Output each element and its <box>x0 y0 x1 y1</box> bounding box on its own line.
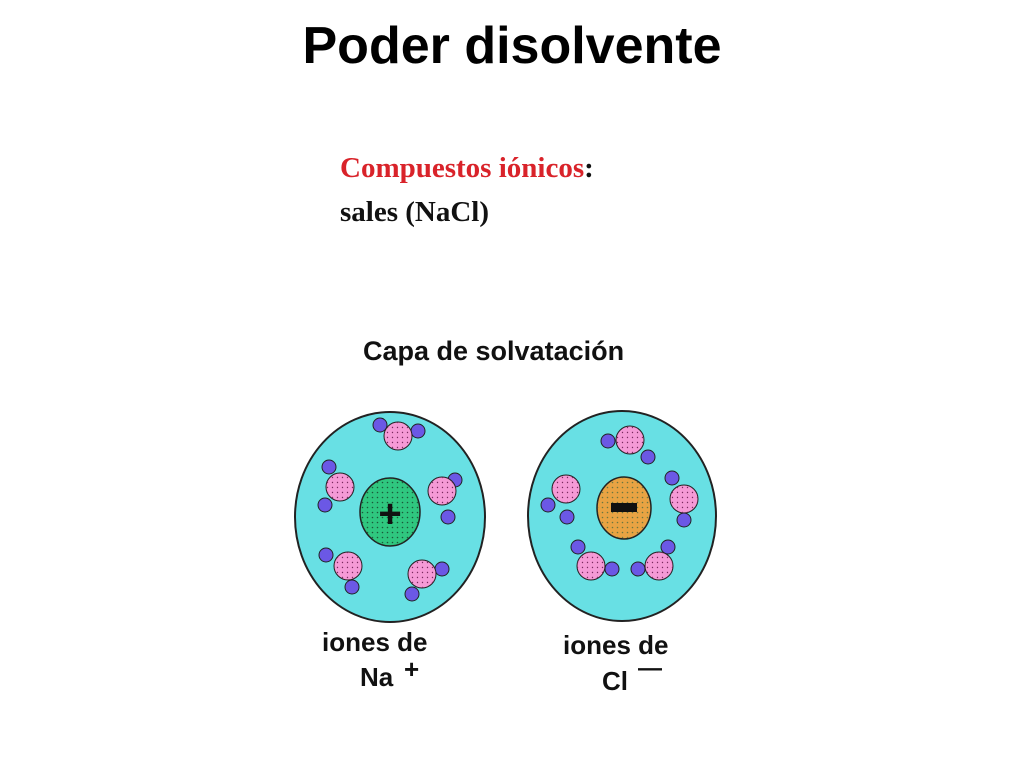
chloride-caption-charge: — <box>638 655 662 682</box>
hydrogen-atom <box>344 579 360 595</box>
water-molecule <box>540 474 581 525</box>
sodium-caption-line1: iones de <box>322 627 427 657</box>
hydrogen-atom <box>600 433 616 449</box>
sodium-ion-charge: + <box>378 492 401 536</box>
water-molecule <box>318 547 363 595</box>
chloride-ion <box>596 476 652 540</box>
oxygen-atom-texture <box>645 552 673 580</box>
hydrogen-atom <box>559 509 575 525</box>
hydrogen-atom <box>404 586 420 602</box>
water-molecule <box>404 559 450 602</box>
oxygen-atom-texture <box>326 473 354 501</box>
oxygen-atom-texture <box>334 552 362 580</box>
compound-example: sales (NaCl) <box>340 196 490 228</box>
oxygen-atom-texture <box>384 422 412 450</box>
hydrogen-atom <box>664 470 680 486</box>
sodium-caption-charge: + <box>404 654 419 684</box>
water-molecule <box>570 539 620 581</box>
chloride-caption-line1: iones de <box>563 630 668 660</box>
hydrogen-atom <box>676 512 692 528</box>
oxygen-atom-texture <box>408 560 436 588</box>
water-molecule <box>600 425 656 465</box>
water-molecule <box>630 539 676 581</box>
hydrogen-atom <box>440 509 456 525</box>
compound-suffix: : <box>584 152 594 184</box>
hydrogen-atom <box>570 539 586 555</box>
hydrogen-atom <box>604 561 620 577</box>
hydrogen-atom <box>434 561 450 577</box>
compound-label: Compuestos iónicos <box>340 152 585 184</box>
water-molecule <box>427 472 463 525</box>
hydrogen-atom <box>660 539 676 555</box>
hydrogen-atom <box>540 497 556 513</box>
sodium-water-molecules <box>317 417 463 602</box>
hydrogen-atom <box>317 497 333 513</box>
diagram-title: Capa de solvatación <box>363 336 624 366</box>
hydrogen-atom <box>410 423 426 439</box>
chloride-ion-charge-bar <box>611 503 637 512</box>
oxygen-atom-texture <box>552 475 580 503</box>
water-molecule <box>664 470 699 528</box>
sodium-solvation-shell: + <box>294 411 486 623</box>
oxygen-atom-texture <box>616 426 644 454</box>
hydrogen-atom <box>640 449 656 465</box>
hydrogen-atom <box>372 417 388 433</box>
page-title: Poder disolvente <box>302 17 722 75</box>
hydrogen-atom <box>630 561 646 577</box>
hydrogen-atom <box>318 547 334 563</box>
water-molecule <box>372 417 426 451</box>
chloride-water-molecules <box>540 425 699 581</box>
oxygen-atom-texture <box>428 477 456 505</box>
oxygen-atom-texture <box>670 485 698 513</box>
hydrogen-atom <box>321 459 337 475</box>
oxygen-atom-texture <box>577 552 605 580</box>
sodium-caption-symbol: Na <box>360 662 394 692</box>
water-molecule <box>317 459 355 513</box>
chloride-solvation-shell <box>527 410 717 622</box>
sodium-ion: + <box>359 477 421 547</box>
chloride-caption-symbol: Cl <box>602 666 628 696</box>
compound-heading: Compuestos iónicos: <box>340 150 594 186</box>
